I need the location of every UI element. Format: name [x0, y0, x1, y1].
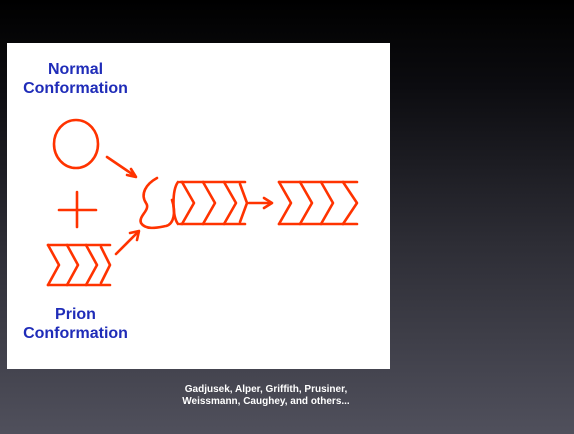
- prion-conformation-label: Prion Conformation: [8, 305, 143, 343]
- plus-icon: [57, 190, 98, 229]
- prion-label-line1: Prion: [55, 306, 96, 323]
- arrow-prion-to-intermediate-icon: [114, 229, 141, 256]
- normal-label-line2: Conformation: [23, 80, 128, 97]
- arrow-to-aggregate-icon: [247, 196, 274, 210]
- attribution-caption: Gadjusek, Alper, Griffith, Prusiner, Wei…: [70, 384, 462, 408]
- misfolding-intermediate-icon: [139, 176, 176, 230]
- normal-label-line1: Normal: [47, 61, 104, 78]
- prion-label-line2: Conformation: [23, 325, 128, 342]
- middle-chevron-stack-icon: [172, 180, 249, 226]
- normal-protein-circle-icon: [52, 118, 100, 170]
- diagram-panel: Normal Conformation Prion Conformation: [7, 43, 390, 369]
- arrow-normal-to-intermediate-icon: [105, 155, 138, 179]
- normal-conformation-label: Normal Conformation: [8, 60, 143, 98]
- caption-line1: Gadjusek, Alper, Griffith, Prusiner,: [184, 384, 348, 395]
- aggregate-chevron-stack-icon: [277, 180, 359, 226]
- prion-chevron-stack-icon: [46, 243, 112, 287]
- caption-line2: Weissmann, Caughey, and others...: [182, 396, 350, 407]
